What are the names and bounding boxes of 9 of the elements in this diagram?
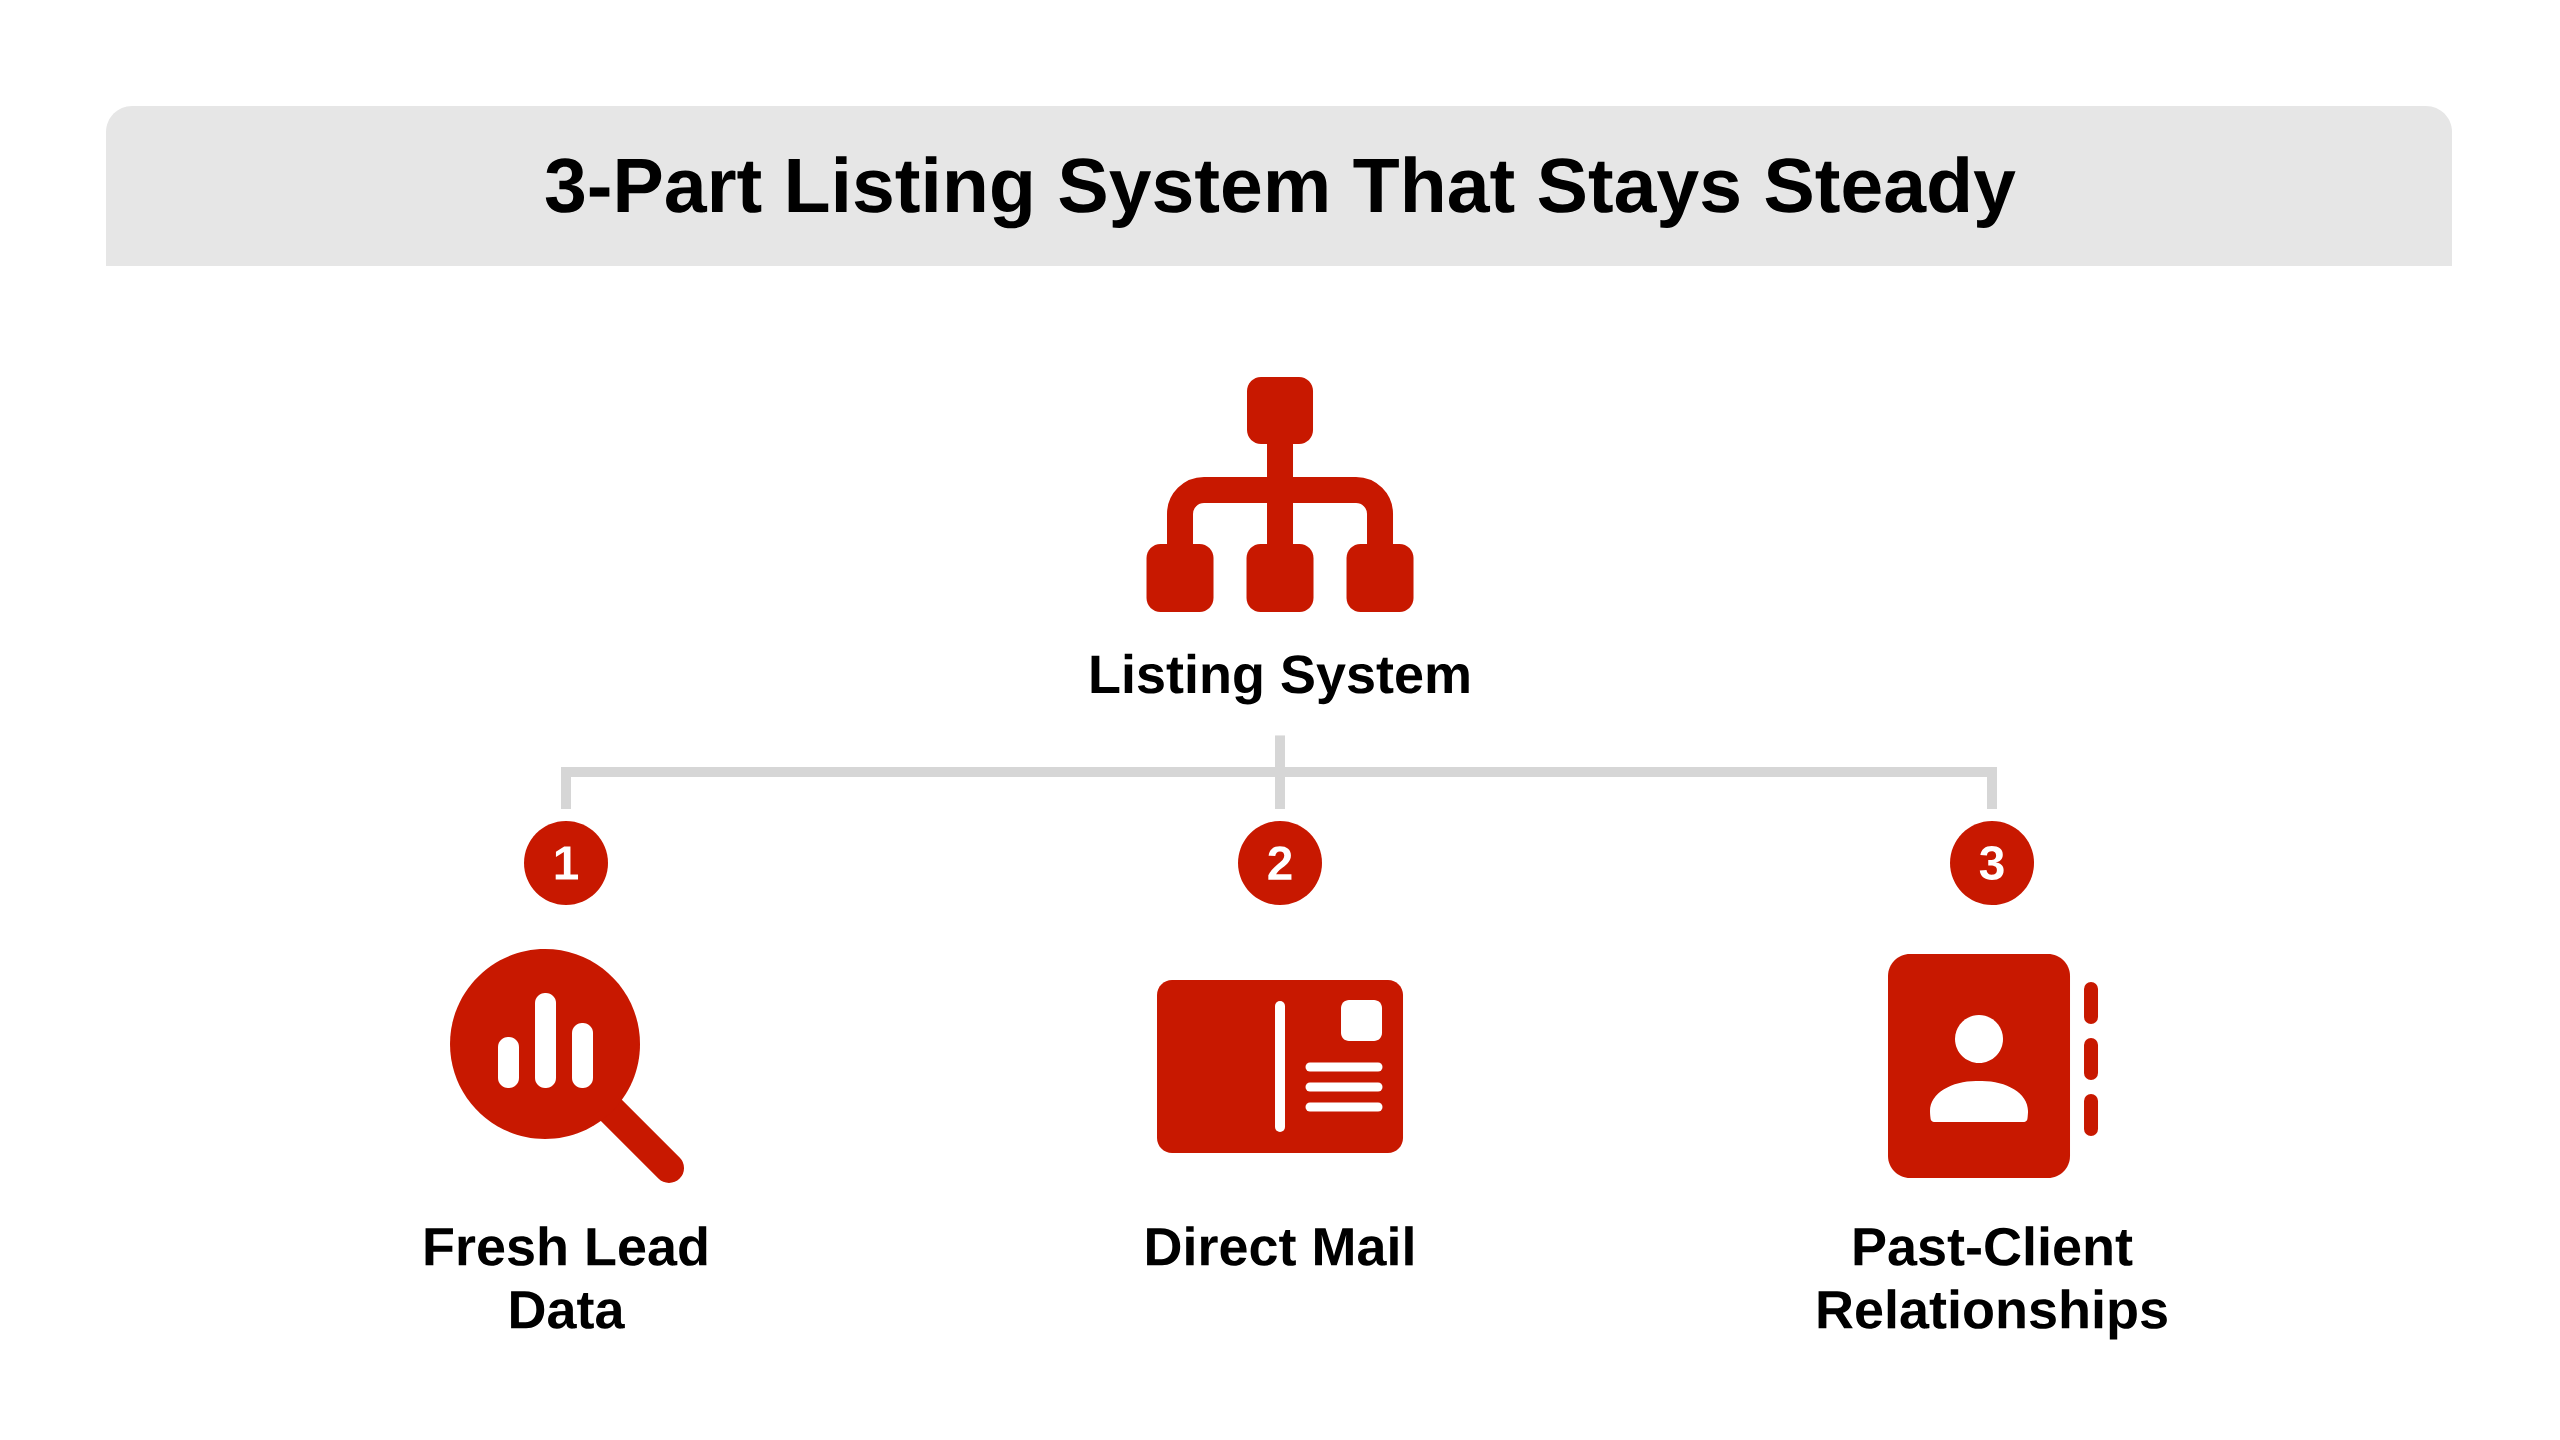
item-label: Direct Mail	[1147, 1226, 1413, 1266]
connector	[561, 767, 1280, 809]
title-bar: 3-Part Listing System That Stays Steady	[106, 106, 2452, 266]
item-label: Fresh Lead Data	[425, 1226, 707, 1329]
connector	[1275, 777, 1285, 809]
connector	[1275, 735, 1285, 767]
connector	[1280, 767, 1997, 809]
node-label: Listing System	[1091, 653, 1469, 705]
item-label: Past-Client Relationships	[1818, 1226, 2167, 1340]
